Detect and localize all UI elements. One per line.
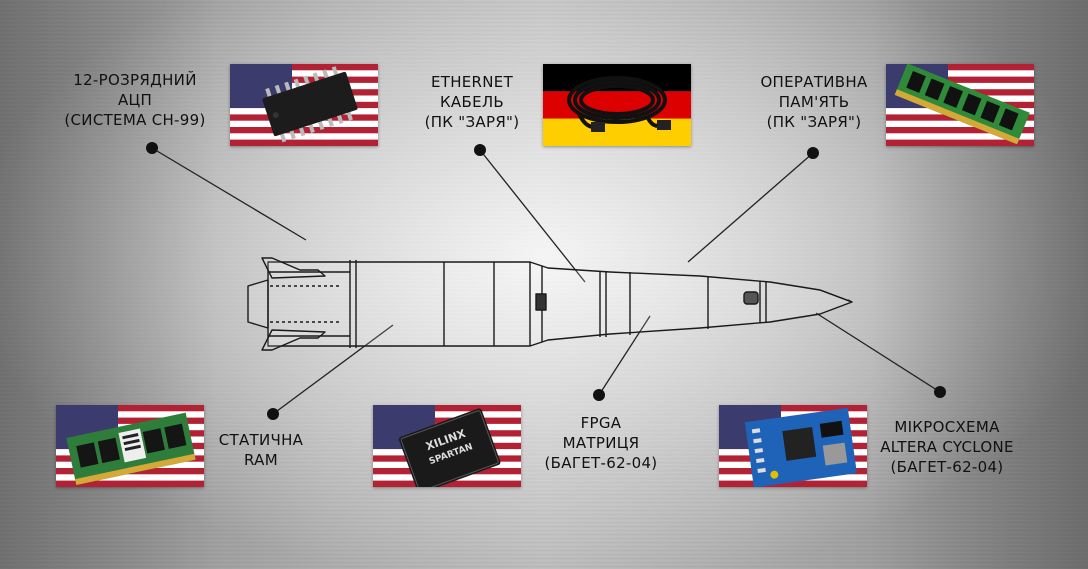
label-adc-line-3: (СИСТЕМА CH-99) [64, 111, 206, 129]
leader-line-ram [687, 152, 814, 263]
label-ram-line-3: (ПК "ЗАРЯ") [766, 113, 862, 131]
xilinx-spartan-chip-icon: XILINX SPARTAN [398, 408, 501, 487]
dip-chip-icon [262, 66, 358, 143]
leader-line-cyclone [815, 312, 941, 393]
missile-outline-icon [247, 257, 853, 351]
leader-dot-ethernet [474, 144, 486, 156]
leader-dot-adc [146, 142, 158, 154]
label-adc-line-2: АЦП [117, 91, 153, 109]
label-sram: СТАТИЧНА RAM [206, 430, 316, 470]
ram-module-icon [894, 64, 1030, 145]
label-ethernet-line-3: (ПК "ЗАРЯ") [424, 113, 520, 131]
leader-line-sram [272, 324, 394, 415]
card-adc [230, 64, 378, 146]
label-fpga-line-3: (БАГЕТ-62-04) [544, 454, 658, 472]
leader-line-fpga [598, 315, 651, 396]
sodimm-module-icon [66, 412, 196, 485]
label-sram-line-2: RAM [244, 451, 278, 469]
card-cyclone [719, 405, 867, 487]
label-fpga: FPGA МАТРИЦЯ (БАГЕТ-62-04) [526, 413, 676, 473]
label-adc: 12-РОЗРЯДНИЙ АЦП (СИСТЕМА CH-99) [50, 70, 220, 130]
label-cyclone: МІКРОСХЕМА ALTERA CYCLONE (БАГЕТ-62-04) [872, 417, 1022, 477]
label-adc-line-1: 12-РОЗРЯДНИЙ [73, 71, 197, 89]
ethernet-cable-icon [567, 76, 671, 132]
label-ethernet: ETHERNET КАБЕЛЬ (ПК "ЗАРЯ") [402, 72, 542, 132]
label-ethernet-line-2: КАБЕЛЬ [439, 93, 505, 111]
card-ram [886, 64, 1034, 146]
label-ethernet-line-1: ETHERNET [430, 73, 514, 91]
leader-dot-fpga [593, 389, 605, 401]
label-cyclone-line-3: (БАГЕТ-62-04) [890, 458, 1004, 476]
label-ram: ОПЕРАТИВНА ПАМ'ЯТЬ (ПК "ЗАРЯ") [744, 72, 884, 132]
leader-line-adc [151, 147, 307, 241]
leader-dot-sram [267, 408, 279, 420]
leader-line-ethernet [479, 149, 586, 283]
leader-dot-cyclone [934, 386, 946, 398]
label-fpga-line-1: FPGA [580, 414, 622, 432]
label-cyclone-line-2: ALTERA CYCLONE [880, 438, 1014, 456]
label-ram-line-1: ОПЕРАТИВНА [760, 73, 868, 91]
label-cyclone-line-1: МІКРОСХЕМА [894, 418, 1000, 436]
card-ethernet [543, 64, 691, 146]
card-spartan: XILINX SPARTAN [373, 405, 521, 487]
leader-dot-ram [807, 147, 819, 159]
label-sram-line-1: СТАТИЧНА [218, 431, 304, 449]
label-fpga-line-2: МАТРИЦЯ [562, 434, 640, 452]
label-ram-line-2: ПАМ'ЯТЬ [778, 93, 850, 111]
altera-cyclone-board-icon [744, 407, 857, 487]
card-sram [56, 405, 204, 487]
